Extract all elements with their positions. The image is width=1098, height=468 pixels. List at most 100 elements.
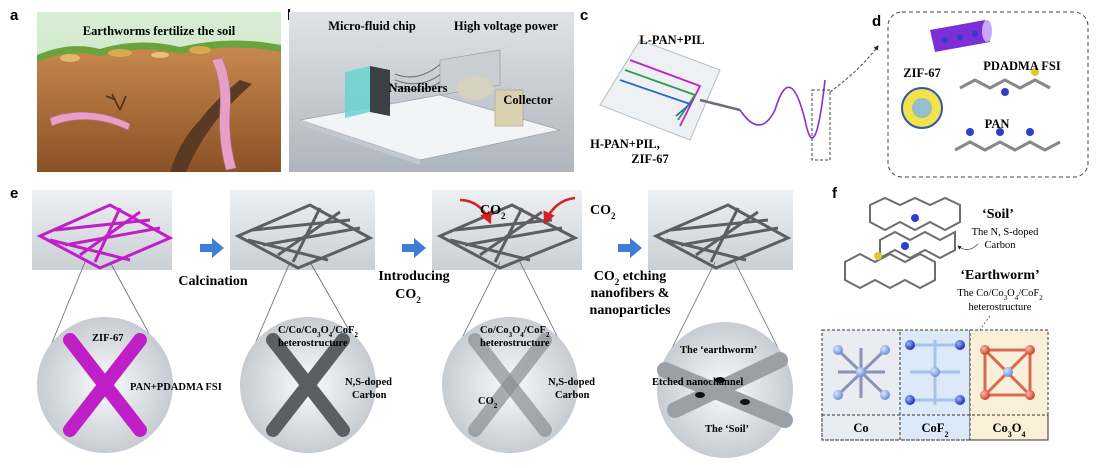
- label-soil-f: ‘Soil’: [982, 207, 1014, 222]
- process-arrow-1: [200, 238, 224, 258]
- zif-particle: [972, 31, 978, 37]
- tube-end: [982, 20, 992, 42]
- panel-b: b Micro-fluid chip High voltage power Na…: [287, 7, 574, 172]
- label-heterostructure-3: heterostructure: [480, 338, 550, 349]
- grass-strip: [37, 40, 281, 62]
- leaf-3: [151, 52, 169, 58]
- pan-nitrogen: [1026, 128, 1034, 136]
- fiber-gray-b: [266, 333, 350, 437]
- graphene-row-2: [879, 230, 956, 260]
- soil-layer: [37, 43, 281, 172]
- mat-2-fibers: [247, 207, 361, 263]
- label-earthworm-f: ‘Earthworm’: [960, 268, 1039, 283]
- label-co3o4: Co3O4: [992, 421, 1025, 439]
- co-atom: [930, 367, 940, 377]
- s-dopant: [874, 252, 882, 260]
- step-nanoparticles: nanoparticles: [590, 303, 671, 318]
- co3o4-lattice: [980, 345, 1035, 400]
- o-atom: [980, 345, 990, 355]
- label-zif67-e: ZIF-67: [92, 333, 124, 344]
- mat-4-fiber-outline: [652, 203, 792, 270]
- panel-f-letter: f: [832, 185, 838, 202]
- label-earthworm-e: The ‘earthworm’: [680, 345, 757, 356]
- label-heterostructure-2: heterostructure: [278, 338, 348, 349]
- etched-pore: [695, 392, 705, 398]
- co-atom: [856, 367, 866, 377]
- mat-2: [230, 190, 375, 270]
- panel-a-letter: a: [10, 7, 19, 24]
- label-worm-desc-2: heterostructure: [969, 302, 1032, 313]
- step-co2-etching: CO2 etching: [594, 269, 667, 287]
- label-zif67-d: ZIF-67: [903, 66, 941, 80]
- mat-1-fiber-outline: [36, 203, 174, 270]
- label-worm-desc-1: The Co/Co3O4/CoF2: [957, 288, 1043, 302]
- label-micro-fluid-chip: Micro-fluid chip: [328, 19, 416, 33]
- needle: [699, 98, 741, 112]
- molecule-frame: [887, 11, 1089, 178]
- label-soil-desc-1: The N, S-doped: [972, 227, 1040, 238]
- zoom-circle-1: ZIF-67 PAN+PDADMA FSI: [37, 317, 222, 453]
- step-introducing: Introducing: [378, 269, 449, 284]
- etched-pore: [715, 377, 725, 383]
- label-etched-nanochannel: Etched nanochannel: [652, 377, 743, 388]
- label-l-pan-pil: L-PAN+PIL: [639, 33, 704, 47]
- fiber-channel-b: [667, 352, 788, 418]
- step-introducing-co2: CO2: [395, 287, 421, 305]
- zoom-circle-4: The ‘earthworm’ Etched nanochannel The ‘…: [652, 322, 793, 458]
- chip-holder: [370, 66, 390, 116]
- cof2-lattice: [905, 340, 965, 405]
- leaf-4: [189, 46, 211, 54]
- label-carbon-2: Carbon: [352, 390, 387, 401]
- o-atom: [1025, 345, 1035, 355]
- root-branch-1: [105, 93, 127, 111]
- leaf-1: [60, 54, 80, 62]
- mat-1: [32, 190, 174, 270]
- mat-4: [648, 190, 793, 270]
- worm-desc-pointer: [979, 315, 991, 331]
- nitrogen-atom: [1001, 88, 1009, 96]
- label-soil-e: The ‘Soil’: [705, 424, 749, 435]
- co-atom: [880, 390, 890, 400]
- label-pan: PAN: [985, 117, 1010, 131]
- channel-magenta: [629, 59, 702, 127]
- label-co2-circle: CO2: [478, 396, 498, 410]
- n-dopant: [911, 214, 919, 222]
- chip-body: [599, 39, 721, 141]
- f-atom: [955, 395, 965, 405]
- f-atom: [905, 395, 915, 405]
- label-co-co3o4-cof2: Co/Co3O4/CoF2: [480, 325, 550, 339]
- zoom-arrow: [829, 45, 879, 93]
- co-atom: [833, 345, 843, 355]
- label-strip: [821, 414, 1049, 441]
- panel-a: a Earthworms fertilize the soil: [10, 7, 281, 172]
- label-zif67-c: ZIF-67: [631, 152, 669, 166]
- pan-nitrogen: [996, 128, 1004, 136]
- soil-lattice: [844, 196, 961, 290]
- panel-c-letter: c: [580, 7, 588, 24]
- co2-arrow-right: [543, 196, 576, 225]
- label-nanofibers: Nanofibers: [388, 81, 447, 95]
- mat-4-fibers: [665, 207, 779, 263]
- pan-nitrogen: [966, 128, 974, 136]
- label-soil-desc-2: Carbon: [985, 240, 1017, 251]
- mat-1-fibers: [49, 207, 161, 263]
- step-calcination: Calcination: [178, 274, 247, 289]
- co-atom: [880, 345, 890, 355]
- fiber-etched-b: [468, 333, 552, 437]
- n-dopant: [901, 242, 909, 250]
- collector-roller: [457, 76, 493, 100]
- panel-e-letter: e: [10, 185, 18, 202]
- pdadma-chain: [959, 78, 1051, 90]
- label-carbon-3: Carbon: [555, 390, 590, 401]
- step-nanofibers: nanofibers &: [591, 286, 670, 301]
- co2-label-right: CO2: [590, 203, 616, 221]
- panel-e: e Calcination Introdu: [10, 185, 793, 458]
- panel-a-title: Earthworms fertilize the soil: [83, 24, 236, 38]
- soil-desc-pointer: [957, 243, 979, 250]
- label-collector: Collector: [503, 93, 553, 107]
- jet-fiber: [739, 79, 826, 139]
- panel-d: d ZIF-67 PDADMA FSI PAN: [872, 11, 1089, 178]
- mat-2-fiber-outline: [234, 203, 374, 270]
- channel-blue: [619, 79, 692, 117]
